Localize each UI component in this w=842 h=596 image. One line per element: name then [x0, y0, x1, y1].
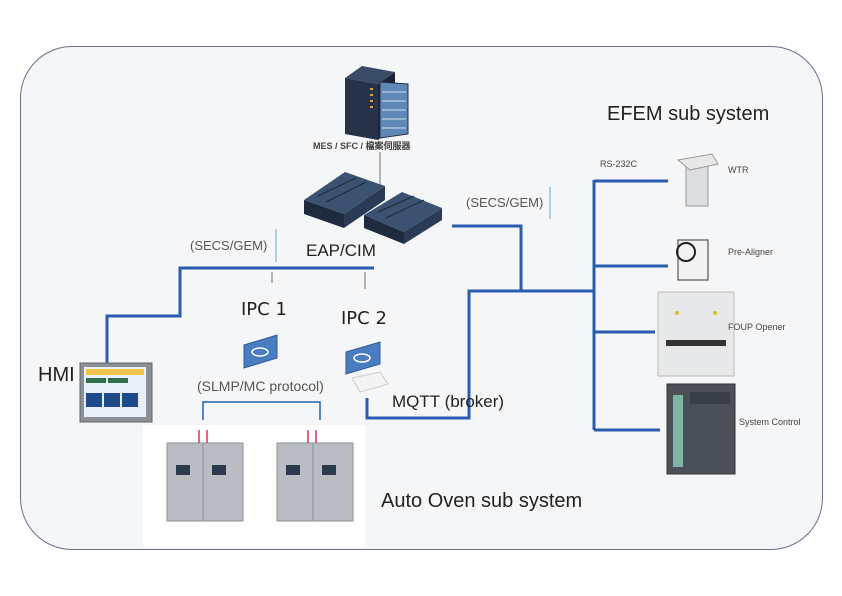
wire-main-bus	[105, 266, 374, 364]
mqtt-broker-label: MQTT (broker)	[392, 392, 505, 411]
eap-cim-label: EAP/CIM	[306, 241, 376, 260]
ipc2-monitor-icon	[345, 341, 389, 393]
secs-gem-right-label: (SECS/GEM)	[466, 195, 544, 210]
rs232c-label: RS-232C	[600, 159, 638, 169]
slmp-mc-label: (SLMP/MC protocol)	[197, 378, 324, 394]
wire-eap-efem	[452, 224, 594, 293]
hmi-label: HMI	[38, 364, 75, 386]
auto-oven-1-icon	[166, 430, 244, 522]
wire-slmp	[202, 401, 321, 420]
wire-mqtt	[365, 289, 521, 420]
pre-aligner-icon	[676, 239, 709, 281]
server-rack-icon	[345, 66, 409, 140]
ipc1-label: IPC 1	[241, 299, 287, 320]
hmi-panel-icon	[79, 362, 153, 423]
system-control-label: System Control	[739, 417, 801, 427]
pre-aligner-label: Pre-Aligner	[728, 247, 774, 257]
auto-oven-2-icon	[276, 430, 354, 522]
wtr-robot-icon	[676, 153, 719, 207]
eap-server-icon	[304, 172, 442, 244]
foup-opener-label: FOUP Opener	[728, 322, 786, 332]
efem-title: EFEM sub system	[607, 103, 770, 125]
server-label: MES / SFC / 檔案伺服器	[313, 141, 411, 151]
system-control-plc-icon	[666, 383, 736, 475]
wtr-label: WTR	[728, 165, 749, 175]
ipc2-label: IPC 2	[341, 308, 387, 329]
foup-opener-icon	[657, 291, 735, 377]
ipc1-monitor-icon	[243, 334, 278, 369]
auto-oven-title: Auto Oven sub system	[381, 490, 583, 512]
secs-gem-left-label: (SECS/GEM)	[190, 238, 268, 253]
